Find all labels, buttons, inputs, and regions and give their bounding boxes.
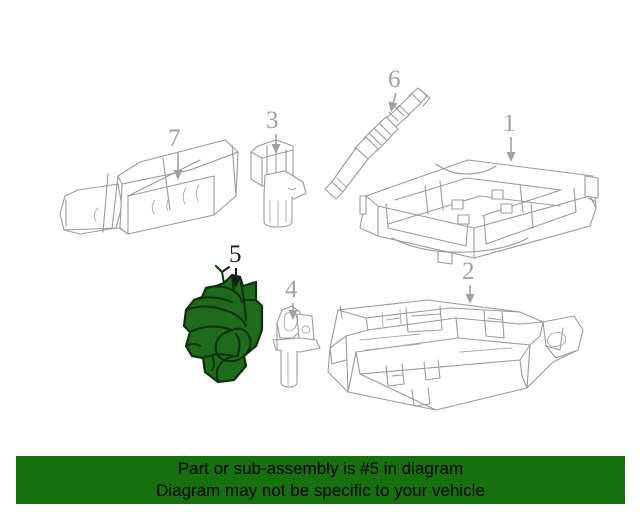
part-3-camshaft-position-sensor[interactable]	[250, 139, 307, 228]
callout-5-label: 5	[229, 241, 242, 268]
notice-line-2: Diagram may not be specific to your vehi…	[156, 481, 485, 500]
callout-4[interactable]: 4	[285, 276, 298, 320]
callout-3-label: 3	[266, 107, 279, 134]
callout-1[interactable]: 1	[503, 110, 516, 162]
callout-1-label: 1	[503, 110, 516, 137]
part-7-engine-cover-duct[interactable]	[59, 139, 239, 235]
part-4-crankshaft-position-sensor[interactable]	[272, 305, 321, 388]
callout-7-label: 7	[168, 125, 181, 152]
part-1-engine-control-module[interactable]	[359, 159, 599, 265]
callout-6[interactable]: 6	[388, 66, 401, 112]
notice-line-1: Part or sub-assembly is #5 in diagram	[177, 459, 464, 478]
callout-6-label: 6	[388, 66, 401, 93]
part-2-ecu-housing-tray[interactable]	[327, 299, 584, 411]
callout-5[interactable]: 5	[229, 241, 242, 288]
callout-7[interactable]: 7	[168, 125, 183, 180]
callout-4-label: 4	[285, 276, 298, 303]
part-5-highlighted-sensor-actuator[interactable]	[182, 265, 264, 384]
callout-2[interactable]: 2	[462, 258, 475, 304]
part-6-glow-plug[interactable]	[324, 87, 431, 200]
callout-2-label: 2	[462, 258, 475, 285]
callout-3[interactable]: 3	[266, 107, 281, 154]
notice-banner: Part or sub-assembly is #5 in diagram Di…	[16, 456, 625, 504]
